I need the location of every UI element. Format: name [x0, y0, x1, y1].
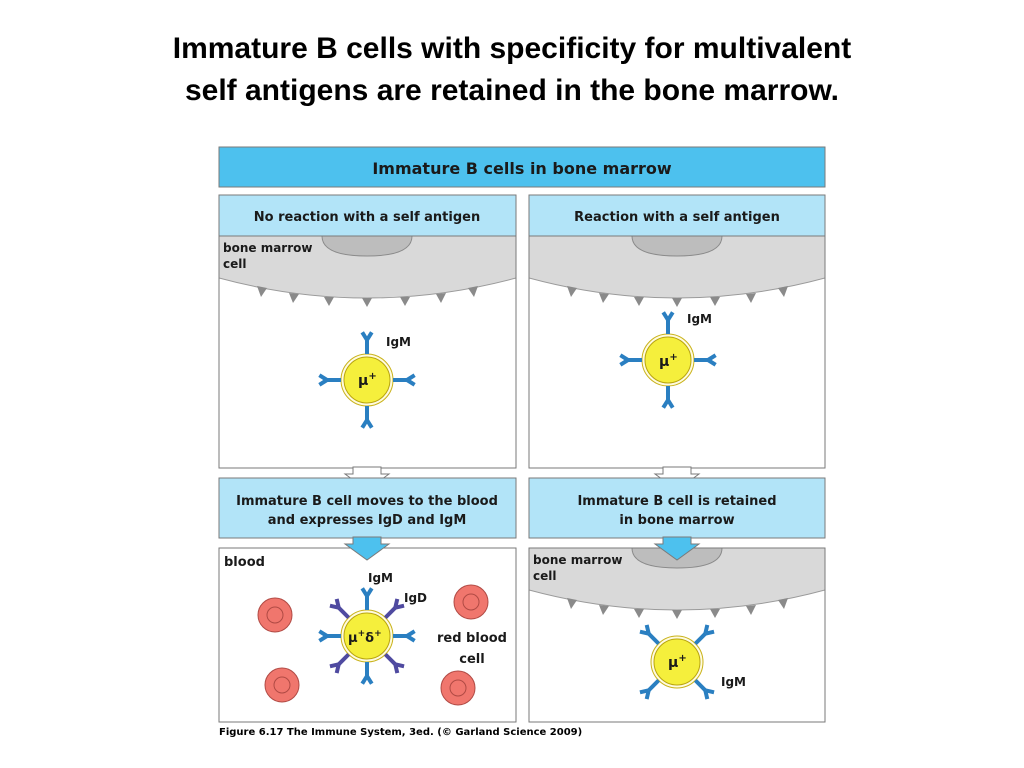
cell-marker: μ+ [659, 352, 678, 370]
top-left-panel: bone marrow cell IgM μ+ [218, 235, 517, 469]
self-antigen-row [257, 286, 478, 307]
self-antigen-row [567, 598, 788, 619]
igd-receptor-icon [329, 652, 351, 674]
self-antigen-row [567, 286, 788, 307]
left-result-heading-line1: Immature B cell moves to the blood [236, 494, 498, 509]
bone-marrow-cell [529, 236, 825, 299]
slide-title-line1: Immature B cells with specificity for mu… [172, 32, 852, 65]
red-blood-cell [264, 667, 300, 703]
bottom-left-panel: blood IgM IgD red blood cell μ+δ+ [218, 547, 517, 723]
igm-receptor-icon [360, 331, 374, 354]
cell-body [653, 638, 701, 686]
igm-receptor-icon [639, 678, 661, 700]
igm-receptor-icon [693, 678, 715, 700]
igm-label: IgM [721, 675, 746, 689]
bone-marrow-nucleus [631, 236, 723, 257]
igm-receptor-icon [619, 353, 642, 367]
igm-receptor-icon [694, 353, 717, 367]
cell-marker: μ+ [358, 371, 377, 389]
igm-receptor-icon [318, 373, 341, 387]
bone-marrow-cell [529, 548, 825, 611]
igd-receptor-icon [383, 652, 405, 674]
igm-label: IgM [687, 312, 712, 326]
igm-receptor-icon [393, 629, 416, 643]
figure-caption: Figure 6.17 The Immune System, 3ed. (© G… [219, 727, 583, 738]
red-blood-cell [453, 584, 489, 620]
slide-title-line2: self antigens are retained in the bone m… [184, 74, 840, 107]
figure-header-text: Immature B cells in bone marrow [372, 159, 672, 178]
igm-label: IgM [386, 335, 411, 349]
igm-receptor-icon [360, 662, 374, 685]
left-result-heading-line2: and expresses IgD and IgM [268, 513, 467, 528]
bone-marrow-label-line2: cell [533, 569, 556, 583]
cell-body [343, 356, 391, 404]
top-right-panel: IgM μ+ [528, 235, 826, 469]
red-blood-cell [440, 670, 476, 706]
cell-body [343, 612, 391, 660]
red-blood-cell [257, 597, 293, 633]
down-arrow-right-2 [653, 536, 701, 561]
bottom-right-panel: bone marrow cell IgM μ+ [528, 547, 826, 723]
bone-marrow-label-line2: cell [223, 257, 246, 271]
igd-receptor-icon [329, 598, 351, 620]
right-heading-text: Reaction with a self antigen [574, 210, 780, 225]
right-heading-box [528, 194, 826, 237]
igd-label: IgD [404, 591, 427, 605]
igm-receptor-icon [639, 624, 661, 646]
blood-label: blood [224, 555, 265, 570]
igm-receptor-icon [360, 587, 374, 610]
mature-b-cell [318, 587, 416, 685]
bone-marrow-label-line1: bone marrow [533, 553, 622, 567]
cell-marker: μ+ [668, 653, 687, 671]
figure-header-box [218, 146, 826, 188]
igm-receptor-icon [318, 629, 341, 643]
slide-title: Immature B cells with specificity for mu… [0, 28, 1024, 112]
bone-marrow-cell [219, 236, 516, 299]
right-result-heading-line2: in bone marrow [619, 513, 734, 528]
igm-receptor-icon [693, 624, 715, 646]
igd-receptor-icon [383, 598, 405, 620]
immature-b-cell [318, 331, 416, 429]
igm-receptor-icon [661, 386, 675, 409]
right-result-heading-box [528, 477, 826, 539]
cell-marker: μ+δ+ [348, 629, 382, 646]
bone-marrow-label-line1: bone marrow [223, 241, 312, 255]
right-result-heading-line1: Immature B cell is retained [577, 494, 776, 509]
igm-label: IgM [368, 571, 393, 585]
igm-receptor-icon [661, 311, 675, 334]
bone-marrow-nucleus [321, 236, 413, 257]
igm-receptor-icon [360, 406, 374, 429]
retained-b-cell [639, 624, 715, 700]
left-heading-text: No reaction with a self antigen [254, 210, 480, 225]
cell-body [644, 336, 692, 384]
left-heading-box [218, 194, 517, 237]
igm-receptor-icon [393, 373, 416, 387]
left-result-heading-box [218, 477, 517, 539]
immature-b-cell [619, 311, 717, 409]
down-arrow-left-2 [343, 536, 391, 561]
red-blood-cell-label-line1: red blood [437, 631, 507, 646]
red-blood-cell-label-line2: cell [459, 652, 484, 667]
